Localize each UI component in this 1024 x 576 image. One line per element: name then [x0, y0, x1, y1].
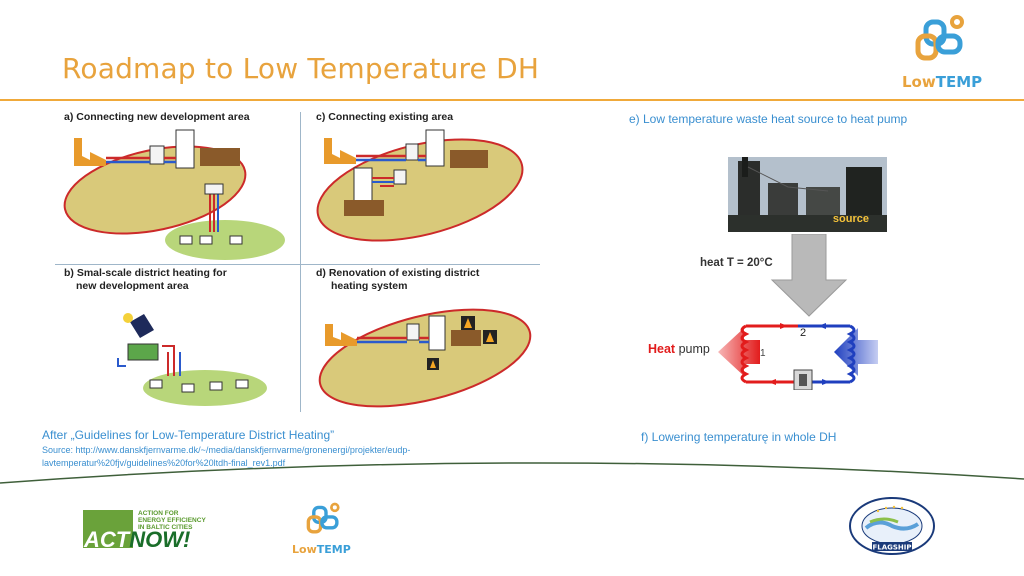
title-underline: [0, 99, 1024, 101]
actnow-logo-box: [83, 510, 133, 548]
panel-a-label: a) Connecting new development area: [64, 111, 250, 123]
logo-low-text: Low: [292, 543, 317, 556]
panel-d-label-line2: heating system: [331, 280, 408, 292]
heat-temperature-label: heat T = 20°C: [700, 257, 773, 269]
source-tag: source: [832, 213, 869, 225]
panel-b-label-line2: new development area: [76, 280, 189, 292]
lowtemp-symbol-icon: [306, 502, 340, 534]
caption-e: e) Low temperature waste heat source to …: [629, 112, 908, 126]
panel-divider-horizontal: [55, 264, 540, 265]
logo-temp-text: TEMP: [316, 543, 351, 556]
svg-text:FLAGSHIP: FLAGSHIP: [872, 544, 911, 552]
panel-c-illustration: [316, 129, 524, 242]
actnow-tagline: ACTION FOR ENERGY EFFICIENCY IN BALTIC C…: [138, 510, 206, 531]
actnow-tagline-line1: ACTION FOR: [138, 510, 179, 517]
caption-f: f) Lowering temperaturę in whole DH: [641, 430, 837, 444]
guidelines-caption: After „Guidelines for Low-Temperature Di…: [42, 428, 335, 442]
heat-pump-label: Heat pump: [648, 342, 710, 356]
node-2-label: 2: [800, 327, 807, 339]
logo-low-text: Low: [902, 73, 936, 91]
source-line-1: Source: http://www.danskfjernvarme.dk/~/…: [42, 445, 411, 455]
lowtemp-logo-top: LowTEMP: [900, 14, 988, 92]
lowtemp-logo-bottom: LowTEMP: [292, 502, 362, 562]
panel-b-illustration: [117, 313, 267, 406]
heat-word: Heat: [648, 342, 676, 356]
panel-a-illustration: [63, 129, 285, 260]
source-line-2: lavtemperatur%20fjv/guidelines%20for%20l…: [42, 458, 286, 468]
node-1-label: 1: [760, 348, 766, 359]
panel-divider-vertical: [300, 112, 301, 412]
down-arrow-icon: [770, 234, 848, 317]
logo-temp-text: TEMP: [935, 73, 983, 91]
heat-pump-diagram: [718, 323, 878, 390]
actnow-logo-text: ACTNOW!: [84, 527, 190, 553]
pump-word: pump: [675, 342, 710, 356]
panel-b-label-line1: b) Smal-scale district heating for: [64, 267, 227, 279]
slide-title: Roadmap to Low Temperature DH: [62, 52, 540, 85]
panel-d-label-line1: d) Renovation of existing district: [316, 267, 480, 279]
waste-heat-source-photo: source: [728, 157, 887, 232]
actnow-tagline-line2: ENERGY EFFICIENCY: [138, 517, 206, 524]
footer-curve: [0, 462, 1024, 484]
panel-d-illustration: [318, 308, 532, 408]
source-citation: Source: http://www.danskfjernvarme.dk/~/…: [42, 444, 502, 470]
flagship-seal-logo: FLAGSHIP: [849, 497, 935, 555]
actnow-act: ACT: [84, 527, 130, 552]
lowtemp-symbol-icon: [915, 15, 964, 61]
actnow-now: NOW!: [129, 527, 191, 552]
actnow-tagline-line3: IN BALTIC CITIES: [138, 524, 193, 531]
industrial-plant-image: [728, 157, 887, 232]
panel-c-label: c) Connecting existing area: [316, 111, 454, 123]
